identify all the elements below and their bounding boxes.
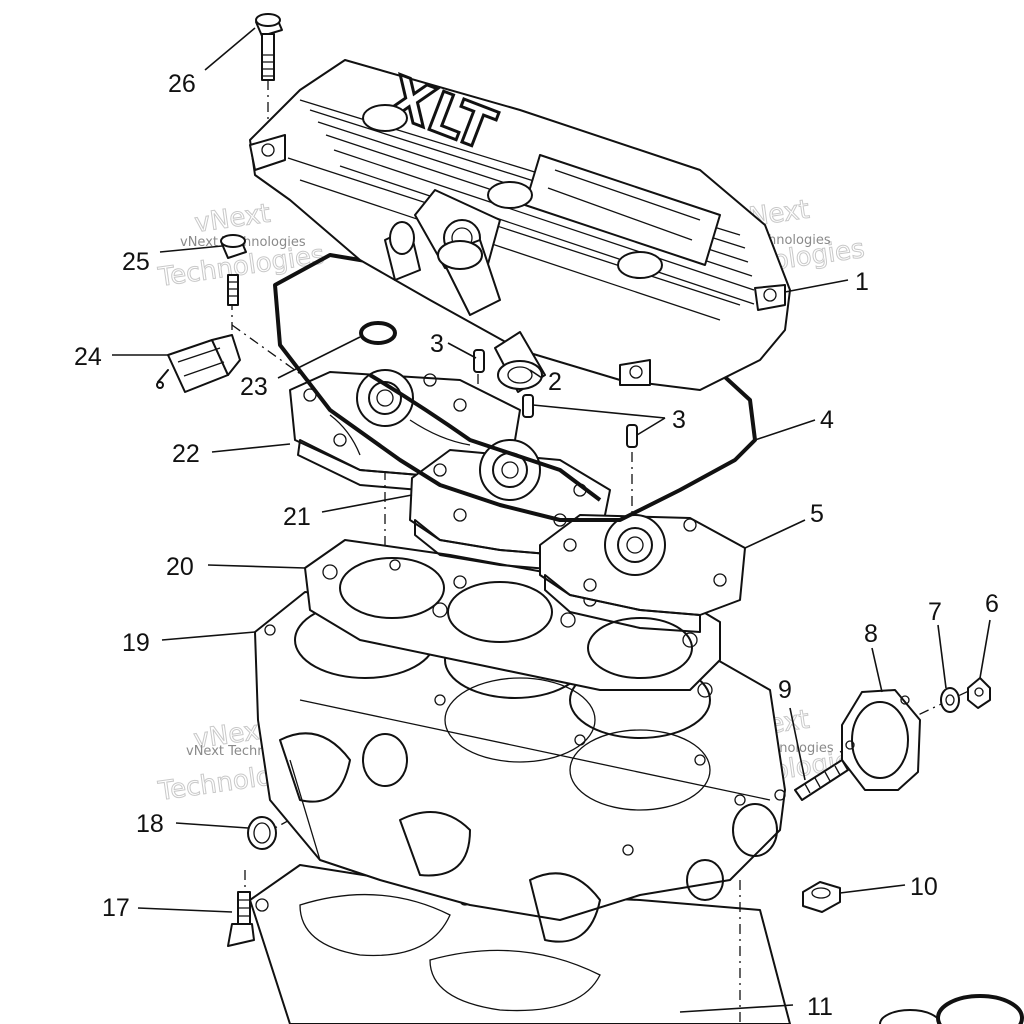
callout-18: 18 — [136, 810, 164, 838]
washer-part-7 — [940, 687, 960, 713]
nut-part-10 — [802, 881, 841, 913]
callout-11: 11 — [807, 993, 833, 1021]
exhaust-seal-ring — [879, 994, 1024, 1024]
callout-25: 25 — [122, 248, 150, 276]
dowel-pins-part-3 — [473, 349, 638, 448]
cylinder-head-part-21 — [409, 439, 611, 571]
svg-text:vNext: vNext — [193, 199, 272, 239]
drain-fitting-part-17 — [227, 891, 255, 947]
callout-4: 4 — [820, 406, 834, 434]
callout-26: 26 — [168, 70, 196, 98]
callout-3a: 3 — [430, 330, 444, 358]
callout-22: 22 — [172, 440, 200, 468]
callout-1: 1 — [855, 268, 869, 296]
cylinder-head-part-5 — [539, 514, 746, 633]
seal-ring-part-23 — [359, 321, 397, 345]
callout-labels: 26 25 24 23 22 21 20 19 18 17 11 10 9 8 … — [74, 70, 999, 1021]
callout-2: 2 — [548, 368, 562, 396]
callout-10: 10 — [910, 873, 938, 901]
leader-lines — [112, 27, 991, 1013]
callout-21: 21 — [283, 503, 311, 531]
callout-7: 7 — [928, 598, 942, 626]
callout-3b: 3 — [672, 406, 686, 434]
callout-6: 6 — [985, 590, 999, 618]
water-fitting-part-2 — [494, 331, 546, 393]
screw-part-25 — [220, 234, 247, 306]
callout-9: 9 — [778, 676, 792, 704]
bolt-part-26 — [255, 13, 283, 81]
callout-24: 24 — [74, 343, 102, 371]
plug-part-18 — [247, 816, 277, 850]
nut-part-6 — [967, 677, 991, 709]
head-gasket-part-20 — [304, 539, 721, 698]
callout-23: 23 — [240, 373, 268, 401]
callout-8: 8 — [864, 620, 878, 648]
stud-part-9 — [794, 759, 849, 801]
callout-20: 20 — [166, 553, 194, 581]
callout-19: 19 — [122, 629, 150, 657]
callout-5: 5 — [810, 500, 824, 528]
temperature-sensor-part-24 — [156, 334, 241, 393]
cover-plate-part-8 — [841, 689, 921, 791]
head-cover-part-1: XLT — [249, 59, 791, 391]
callout-17: 17 — [102, 894, 130, 922]
